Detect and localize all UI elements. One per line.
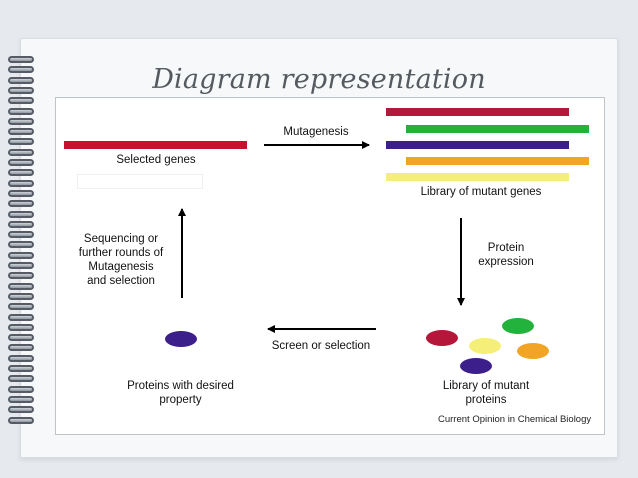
mutagenesis-label: Mutagenesis — [283, 126, 349, 138]
binding-ring — [8, 148, 34, 156]
selected-genes-label: Selected genes — [116, 154, 196, 166]
binding-ring — [8, 334, 34, 342]
binding-ring — [8, 159, 34, 166]
binding-ring — [8, 282, 34, 290]
desired-proteins-line2: property — [159, 394, 202, 406]
mutant-gene-bar — [406, 157, 589, 165]
desired-proteins-line1: Proteins with desired — [127, 380, 234, 392]
binding-ring — [8, 210, 34, 218]
faint-artifact-box — [77, 174, 203, 189]
mutant-gene-bar — [386, 108, 569, 116]
spiral-binding — [8, 56, 38, 426]
mutant-protein-blob — [469, 338, 501, 354]
binding-ring — [8, 117, 34, 125]
binding-ring — [8, 66, 34, 74]
binding-ring — [8, 272, 34, 280]
binding-ring — [8, 76, 34, 84]
mutant-protein-blob — [460, 358, 492, 374]
binding-ring — [8, 313, 34, 321]
binding-ring — [8, 189, 34, 197]
library-proteins-line2: proteins — [465, 394, 507, 406]
selected-protein-blob — [165, 331, 197, 347]
mutant-protein-blob — [517, 343, 549, 359]
mutant-gene-bar — [386, 141, 569, 149]
library-proteins-label: Library of mutant proteins — [416, 379, 556, 407]
binding-ring — [8, 354, 34, 362]
binding-ring — [8, 365, 34, 372]
binding-ring — [8, 241, 34, 249]
binding-ring — [8, 375, 34, 383]
binding-ring — [8, 251, 34, 259]
binding-ring — [8, 303, 34, 311]
binding-ring — [8, 107, 34, 115]
diagram-canvas — [64, 108, 589, 374]
binding-ring — [8, 86, 34, 94]
binding-ring — [8, 406, 34, 414]
slide-title: Diagram representation — [152, 64, 486, 95]
protein-expression-line1: Protein — [487, 242, 525, 254]
sequencing-line1: Sequencing or — [83, 233, 159, 245]
binding-ring — [8, 97, 34, 105]
diagram-panel: Selected genes Mutagenesis Library of mu… — [55, 97, 605, 435]
binding-ring — [8, 231, 34, 239]
binding-ring — [8, 179, 34, 187]
mutant-gene-bar — [406, 125, 589, 133]
binding-ring — [8, 344, 34, 352]
binding-ring — [8, 416, 34, 424]
binding-ring — [8, 128, 34, 136]
binding-ring — [8, 323, 34, 331]
binding-ring — [8, 200, 34, 208]
protein-expression-label: Protein expression — [466, 241, 546, 269]
library-proteins-line1: Library of mutant — [442, 380, 530, 392]
screen-selection-label: Screen or selection — [271, 340, 371, 352]
binding-ring — [8, 385, 34, 393]
binding-ring — [8, 56, 34, 63]
mutant-protein-blob — [502, 318, 534, 334]
protein-expression-line2: expression — [478, 256, 534, 268]
sequencing-line4: and selection — [87, 275, 155, 287]
sequencing-line2: further rounds of — [78, 247, 164, 259]
binding-ring — [8, 220, 34, 228]
binding-ring — [8, 292, 34, 300]
sequencing-label: Sequencing or further rounds of Mutagene… — [66, 232, 176, 288]
mutant-protein-blob — [426, 330, 458, 346]
library-genes-label: Library of mutant genes — [420, 186, 542, 198]
binding-ring — [8, 395, 34, 403]
binding-ring — [8, 262, 34, 269]
binding-ring — [8, 138, 34, 146]
desired-proteins-label: Proteins with desired property — [108, 379, 253, 407]
mutant-gene-bar — [386, 173, 569, 181]
selected-gene-bar — [64, 141, 247, 149]
binding-ring — [8, 169, 34, 177]
source-credit: Current Opinion in Chemical Biology — [438, 414, 592, 425]
sequencing-line3: Mutagenesis — [88, 261, 154, 273]
